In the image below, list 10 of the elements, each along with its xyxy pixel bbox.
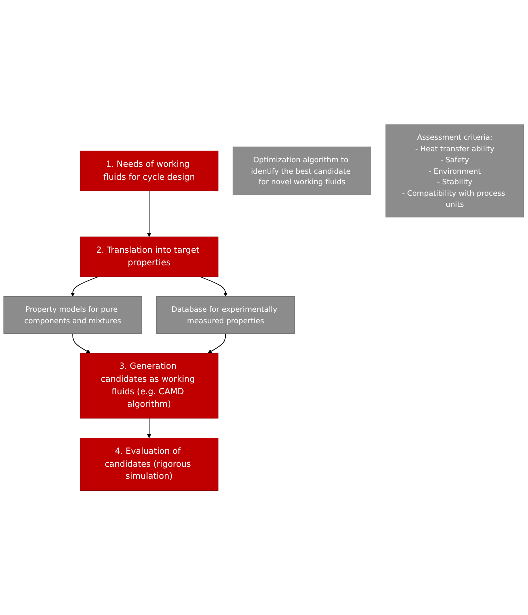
arrow [147, 418, 152, 438]
arrow [70, 276, 99, 297]
arrow [208, 333, 226, 354]
node-box: 2. Translation into target properties [80, 236, 219, 277]
node-box: 1. Needs of working fluids for cycle design [80, 150, 219, 192]
arrow [147, 190, 152, 237]
node-box: 4. Evaluation of candidates (rigorous simulation) [80, 438, 219, 491]
arrow [72, 333, 91, 354]
arrow [200, 276, 228, 297]
node-box: 3. Generation candidates as working fluids (e.g. CAMD algorithm) [80, 352, 219, 418]
